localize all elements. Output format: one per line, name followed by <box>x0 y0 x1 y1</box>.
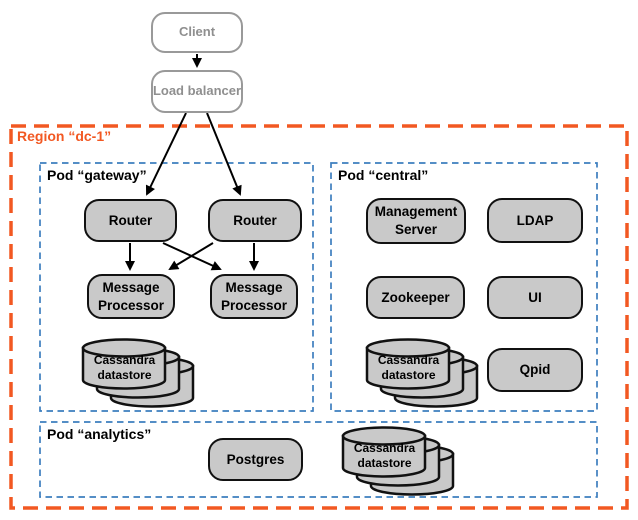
postgres-node: Postgres <box>208 438 303 481</box>
pod-central-label: Pod “central” <box>338 167 429 183</box>
qpid-node: Qpid <box>487 348 583 392</box>
router-2-node: Router <box>208 199 302 242</box>
cassandra-datastore-gateway-label: Cassandra datastore <box>93 353 156 382</box>
pod-gateway-boundary <box>39 162 314 412</box>
pod-analytics-label: Pod “analytics” <box>47 426 152 442</box>
region-dc1-label: Region “dc-1” <box>17 128 112 144</box>
pod-analytics-boundary <box>39 421 598 498</box>
cassandra-datastore-central-label: Cassandra datastore <box>377 353 440 382</box>
zookeeper-node: Zookeeper <box>366 276 465 319</box>
region-dc1-boundary <box>9 124 629 510</box>
load-balancer-node: Load balancer <box>151 70 243 113</box>
ldap-node: LDAP <box>487 198 583 243</box>
message-processor-1-node: Message Processor <box>87 274 175 319</box>
message-processor-2-node: Message Processor <box>210 274 298 319</box>
router-1-node: Router <box>84 199 177 242</box>
management-server-node: Management Server <box>366 198 466 244</box>
ui-node: UI <box>487 276 583 319</box>
client-node: Client <box>151 12 243 53</box>
arrow-loadbalancer-to-router2 <box>206 112 242 196</box>
pod-gateway-label: Pod “gateway” <box>47 167 147 183</box>
cassandra-datastore-analytics-label: Cassandra datastore <box>353 441 416 470</box>
pod-central-boundary <box>330 162 598 412</box>
arrow-router2-to-mp1 <box>168 242 214 271</box>
arrow-loadbalancer-to-router1 <box>145 112 187 196</box>
